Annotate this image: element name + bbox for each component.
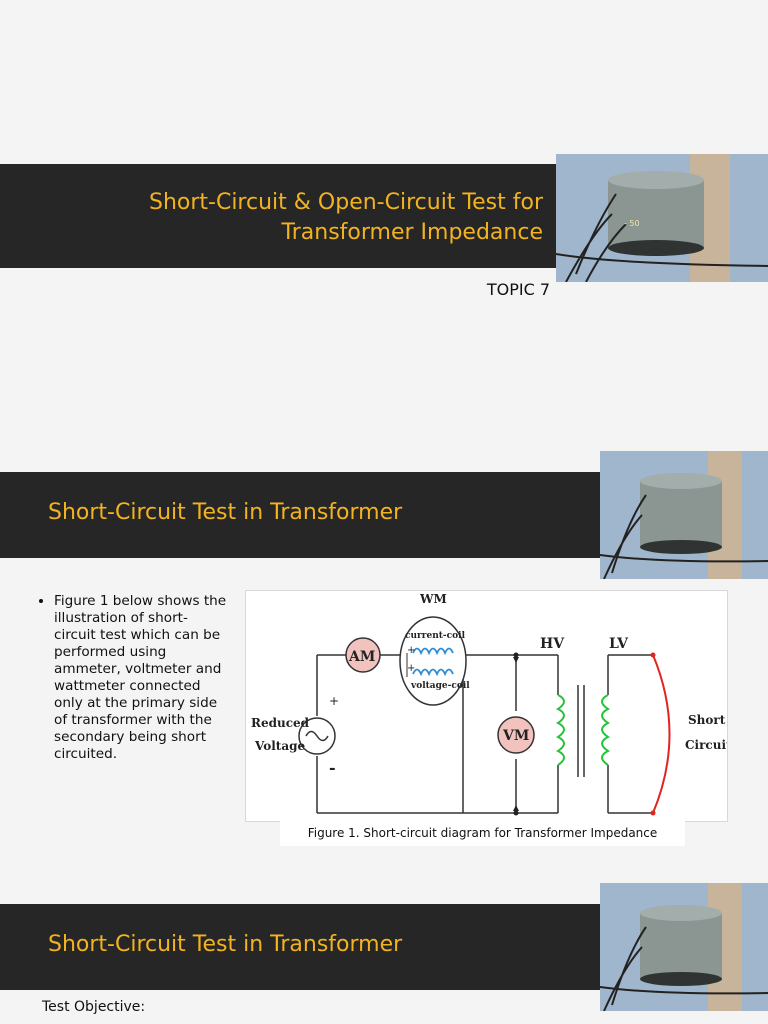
voltage-label: Voltage [254, 739, 305, 753]
transformer-photo-3 [600, 883, 768, 1011]
transformer-photo-1: - 50 [556, 154, 768, 282]
wattmeter-icon [399, 616, 467, 706]
title-band-3 [0, 904, 600, 990]
secondary-coil-icon [601, 694, 610, 766]
current-coil-plus: + [407, 645, 415, 656]
slide2-title: Short-Circuit Test in Transformer [48, 500, 403, 525]
slide2-bullet-list: Figure 1 below shows the illustration of… [38, 593, 228, 763]
short-label: Short [688, 713, 726, 727]
title-band-1 [0, 164, 556, 268]
current-coil-label: current-coil [405, 631, 466, 641]
source-minus: - [329, 758, 336, 777]
slide1-title-line1: Short-Circuit & Open-Circuit Test for [148, 190, 543, 215]
wm-label: WM [419, 592, 447, 606]
slide1-title-line2: Transformer Impedance [281, 220, 543, 245]
reduced-label: Reduced [251, 716, 310, 730]
hv-label: HV [540, 636, 565, 652]
short-circuit-diagram: + - Reduced Voltage AM WM current-coil v… [245, 590, 728, 822]
topic-label: TOPIC 7 [486, 280, 550, 299]
source-plus: + [329, 694, 339, 708]
test-objective-label: Test Objective: [42, 999, 146, 1015]
vm-label: VM [502, 728, 529, 744]
slide3-title: Short-Circuit Test in Transformer [48, 932, 403, 957]
ammeter-icon [345, 637, 381, 673]
slide2-bullet: Figure 1 below shows the illustration of… [54, 593, 228, 763]
figure-caption: Figure 1. Short-circuit diagram for Tran… [280, 820, 685, 846]
am-label: AM [348, 649, 375, 665]
primary-coil-icon [556, 694, 565, 766]
transformer-photo-2 [600, 451, 768, 579]
circuit-label: Circuit [685, 738, 727, 752]
voltage-coil-plus: + [407, 663, 415, 674]
slide1-title: Short-Circuit & Open-Circuit Test for Tr… [149, 188, 543, 248]
svg-text:- 50: - 50 [624, 219, 640, 228]
title-band-2 [0, 472, 600, 558]
voltmeter-icon [497, 716, 535, 754]
voltage-coil-label: voltage-coil [410, 681, 470, 691]
short-circuit-wire [652, 654, 671, 814]
lv-label: LV [609, 636, 629, 652]
circuit-wires [316, 654, 653, 814]
